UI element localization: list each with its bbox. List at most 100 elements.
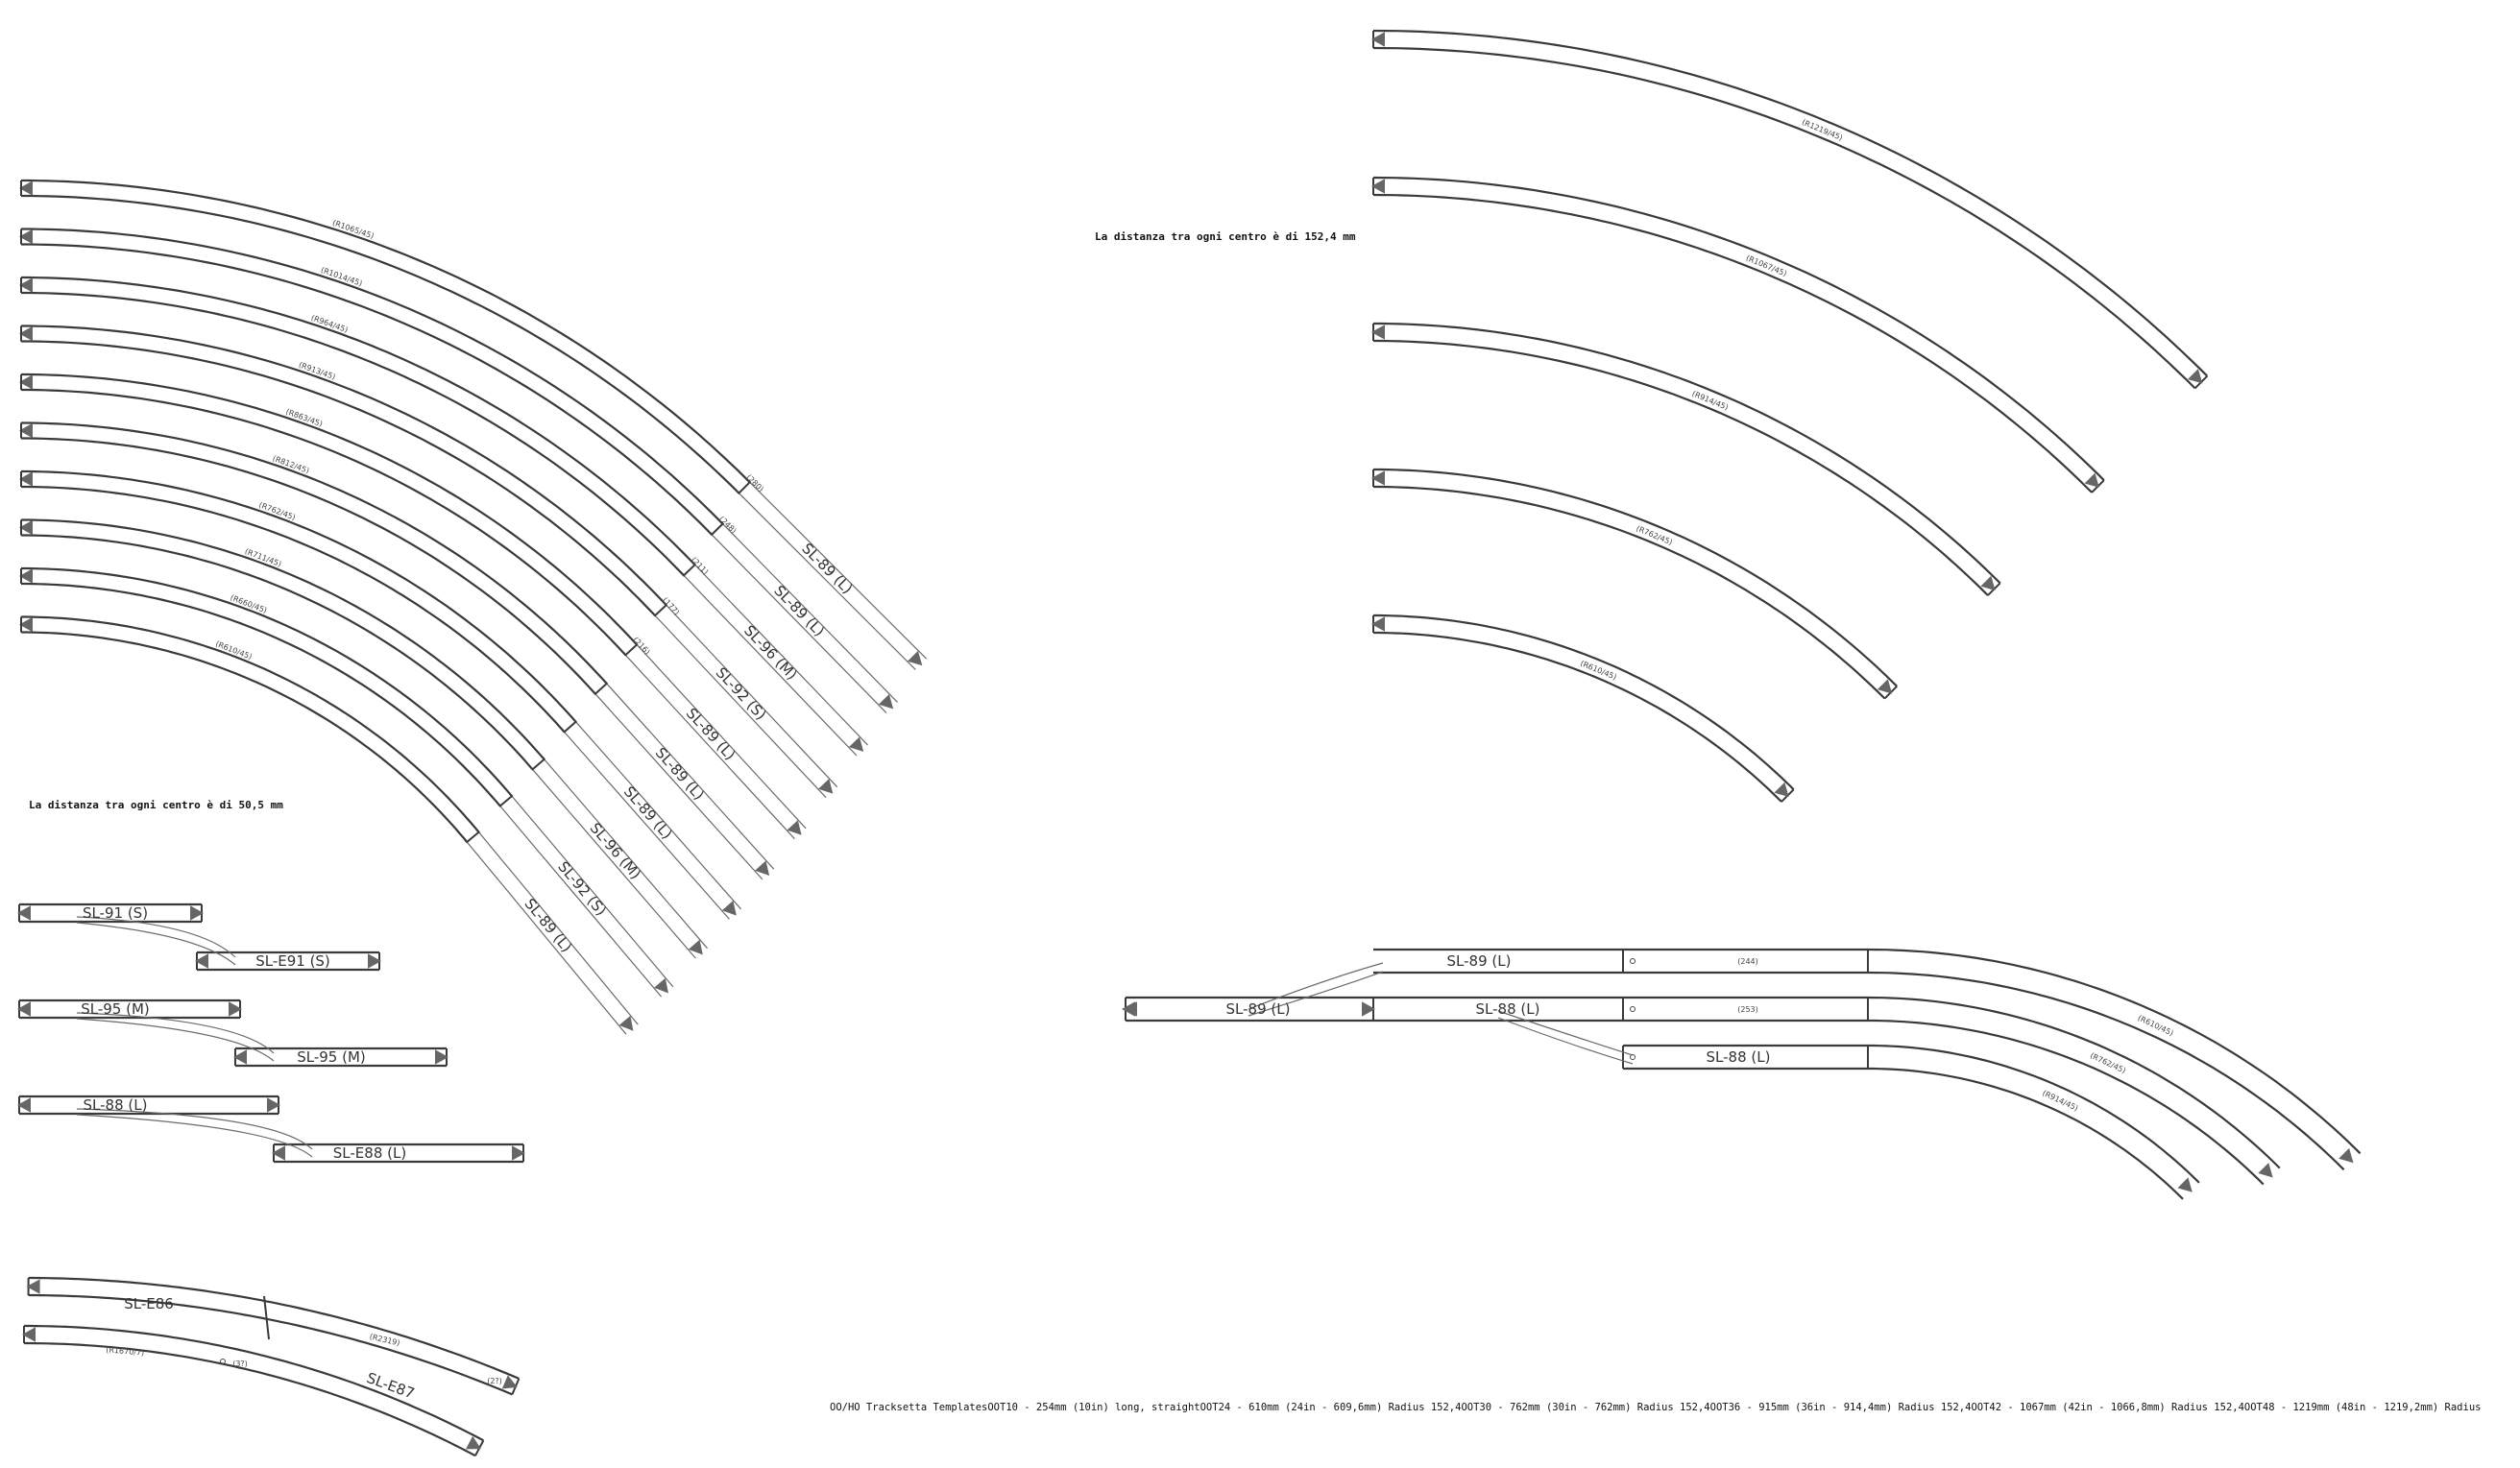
center-mark (1630, 1006, 1636, 1012)
turnout-rail (594, 693, 763, 880)
start-arrow (17, 1097, 31, 1113)
fan-track-9: (R660/45)SL-92 (S) (19, 566, 674, 998)
rail-left (28, 1293, 513, 1396)
diverging-rail (76, 1114, 313, 1158)
pair-track-b (233, 1047, 448, 1068)
start-arrow (19, 471, 33, 487)
end-arrow (190, 905, 204, 921)
rail-left (1373, 485, 1886, 700)
curve-radius-label: (R913/45) (298, 360, 337, 381)
rail-left (21, 194, 740, 494)
joint (737, 480, 752, 495)
start-arrow (26, 1279, 40, 1294)
start-arrow (19, 519, 33, 536)
rail-right (1373, 468, 1898, 687)
templates-caption: OO/HO Tracksetta TemplatesOOT10 - 254mm … (830, 1402, 2482, 1413)
start-arrow (19, 374, 33, 390)
rail-left (1373, 631, 1782, 803)
joint (465, 830, 480, 844)
fan-track-10: (R610/45)SL-89 (L) (19, 615, 639, 1035)
switch-label: SL-92 (S) (713, 664, 770, 724)
pair-track-a (17, 902, 204, 924)
turnout-rail (749, 481, 928, 660)
turnout-rail (711, 534, 887, 714)
crossover-pair-1: SL-91 (S) SL-E91 (S) (17, 902, 381, 972)
switch-label: SL-96 (M) (587, 819, 644, 882)
end-arrow (818, 779, 834, 794)
radius-arc-3: (R914/45) (1371, 322, 2001, 596)
rail-right (1867, 996, 2281, 1169)
rail-right (24, 1324, 484, 1442)
pair-track-b (272, 1143, 525, 1164)
switch-label: SL-89 (L) (770, 582, 828, 639)
joint (498, 794, 514, 807)
switch-label: SL-E86 (124, 1295, 174, 1312)
end-arrow (848, 736, 864, 752)
switch-length-label: (253) (1737, 1005, 1758, 1014)
turnout-fan-group: (R1065/45)SL-89 (L)(280)(R1014/45)SL-89 … (19, 179, 928, 1035)
end-arrow (2258, 1163, 2273, 1178)
rail-left (21, 485, 566, 734)
rail-right (1867, 948, 2362, 1155)
rail-right (1372, 29, 2209, 377)
start-arrow (233, 1049, 247, 1065)
rail-left (1868, 1067, 2184, 1200)
start-arrow (17, 1001, 31, 1017)
turnout-rail (478, 831, 639, 1025)
start-arrow (19, 229, 33, 245)
switch-length-label: (2?) (487, 1377, 502, 1385)
rail-right (21, 469, 577, 723)
switch-length-label: (244) (1737, 957, 1758, 966)
rail-right (21, 518, 545, 760)
center-mark (1630, 1054, 1636, 1060)
joint (653, 603, 668, 617)
rail-right (21, 421, 608, 685)
rail-left (21, 340, 656, 616)
crossover-pairs-group: SL-91 (S)SL-E91 (S)SL-95 (M)SL-95 (M)SL-… (17, 902, 525, 1164)
start-arrow (19, 616, 33, 633)
end-arrow (435, 1049, 448, 1065)
start-arrow (17, 905, 31, 921)
curved-switch-inner (22, 1324, 485, 1457)
turnout-rail (499, 806, 663, 998)
start-arrow (22, 1327, 36, 1342)
curve-radius-label: (R1670/7) (106, 1345, 145, 1357)
yard-frame (1373, 950, 2520, 1069)
rail-right (28, 1276, 520, 1380)
rail-left (1867, 971, 2345, 1171)
joint (594, 682, 609, 696)
switch-label: SL-E91 (S) (255, 952, 330, 970)
end-arrow (267, 1097, 280, 1113)
yard-ladder-group: (R610/45)(244)(R762/45)(253)(R914/45)SL-… (1122, 948, 2520, 1200)
crossover-pair-3: SL-88 (L)SL-E88 (L) (17, 1095, 525, 1164)
radius-arc-5: (R610/45) (1371, 614, 1795, 803)
end-arrow (2177, 1177, 2193, 1192)
turnout-rail (511, 795, 674, 988)
switch-label: SL-91 (S) (83, 904, 148, 922)
end-arrow (1980, 575, 1996, 591)
turnout-rail (654, 614, 827, 799)
joint (682, 563, 696, 577)
diverging-rail (1248, 971, 1384, 1017)
rail-left (1372, 193, 2093, 493)
switch-label: SL-92 (S) (554, 858, 610, 920)
rail-right (1373, 614, 1795, 791)
switch-label: SL-E88 (L) (333, 1144, 406, 1162)
end-arrow (229, 1001, 242, 1017)
switch-label: SL-88 (L) (1707, 1048, 1771, 1066)
center-mark (1630, 958, 1636, 964)
rail-left (21, 534, 534, 771)
yard-track-1: (R610/45)(244) (1373, 948, 2362, 1171)
curve-radius-label: (R863/45) (284, 407, 324, 428)
pair-track-a (17, 999, 242, 1020)
switch-label: SL-89 (L) (1447, 952, 1512, 970)
end-arrow (1877, 679, 1893, 694)
turnout-rail (636, 643, 807, 830)
turnout-rail (683, 574, 858, 757)
rail-left (21, 291, 685, 577)
start-arrow (1371, 616, 1385, 632)
curve-radius-label: (R964/45) (310, 314, 350, 335)
switch-label: SL-89 (L) (521, 895, 576, 955)
end-arrow (465, 1435, 481, 1450)
